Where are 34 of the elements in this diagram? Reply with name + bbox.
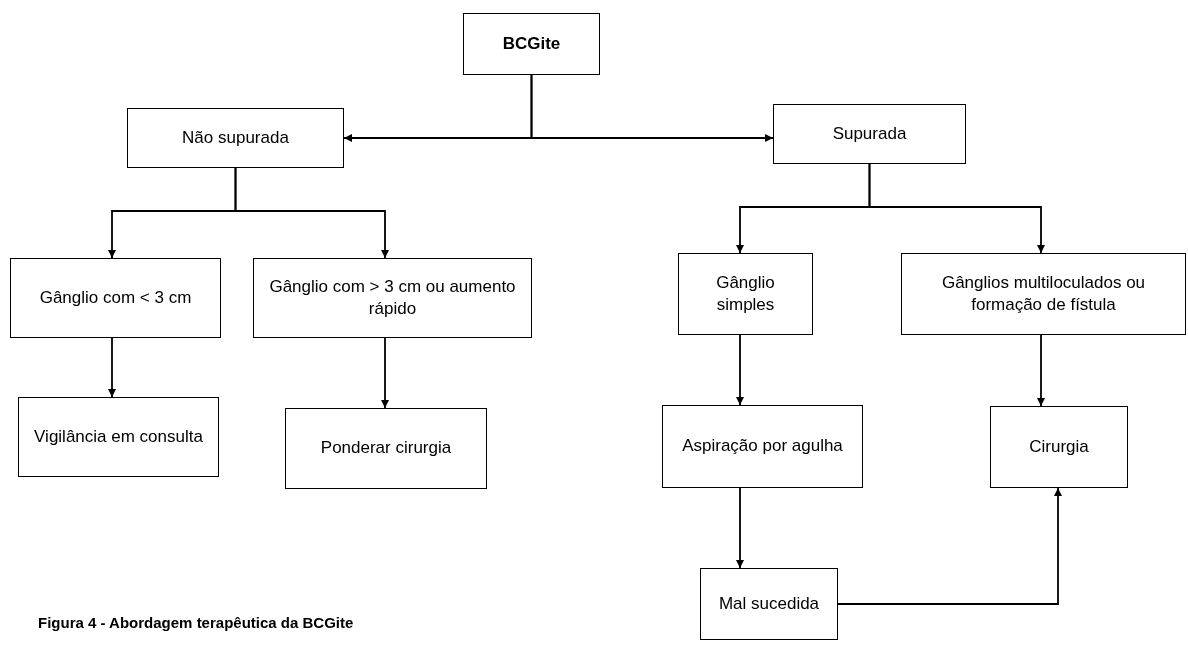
node-text: Mal sucedida [718,592,820,615]
arrow [381,337,389,409]
arrow [837,487,1062,605]
arrow [530,74,774,142]
figure-caption: Figura 4 - Abordagem terapêutica da BCGite [38,614,354,631]
node-text: Vigilância em consulta [34,425,203,448]
process-box [662,405,863,488]
node-text: Ponderar cirurgia [320,437,452,460]
process-box [127,108,344,168]
process-box [901,253,1186,335]
process-box [700,568,838,640]
arrow [868,163,1045,254]
process-box [678,253,813,335]
node-text: BCGite [502,32,561,55]
arrow [234,167,389,259]
process-box [18,397,219,477]
node-text: Gânglio com > 3 cm ou aumento rápido [268,275,517,320]
node-text: Aspiração por agulha [682,435,843,458]
node-text: Gânglio simples [715,271,776,316]
node-text: Gânglios multiloculados ou formação de fístula [940,271,1147,316]
arrow [108,337,116,398]
node-text: Gânglio com < 3 cm [39,286,192,309]
arrow [1037,334,1045,407]
process-box [773,104,966,164]
node-text: Supurada [832,122,907,145]
process-box [253,258,532,338]
process-box [463,13,600,75]
process-box [10,258,221,338]
process-box [285,408,487,489]
arrow [736,334,744,406]
node-text: Cirurgia [1029,435,1089,458]
process-box [990,406,1128,488]
arrow [736,487,744,569]
node-text: Não supurada [182,126,289,149]
